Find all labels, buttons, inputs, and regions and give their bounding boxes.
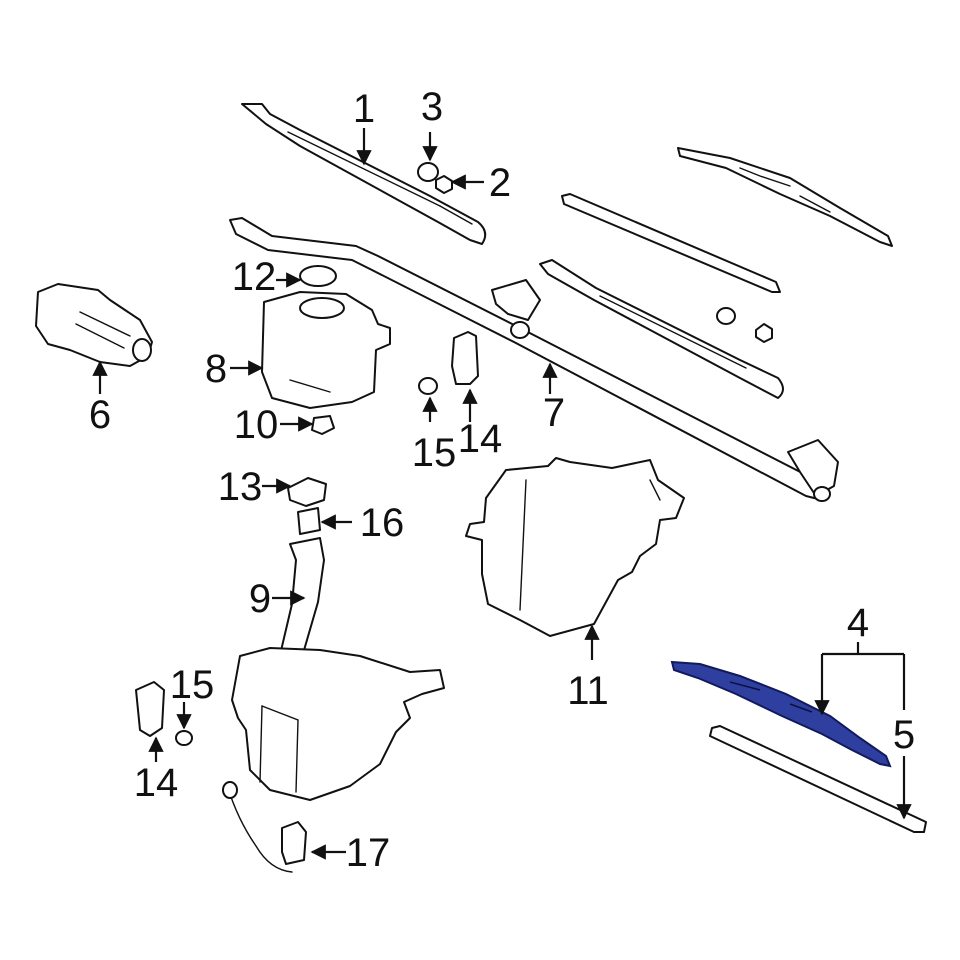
callout-8: 8 — [205, 347, 227, 391]
reservoir-grommet-upper — [311, 415, 335, 435]
callout-2: 2 — [489, 161, 511, 205]
wiper-arm-driver — [241, 103, 487, 245]
wiper-motor — [35, 283, 153, 367]
arm-cap — [417, 162, 439, 182]
filler-screen — [297, 507, 321, 535]
leader-lines — [92, 128, 912, 860]
callout-11: 11 — [567, 669, 609, 713]
washer-reservoir-upper — [261, 291, 391, 409]
level-sensor — [222, 781, 307, 873]
wiper-linkage — [229, 217, 839, 502]
wiper-refill — [709, 725, 927, 833]
washer-pump-lower — [135, 681, 193, 746]
washer-pump-upper — [418, 331, 479, 395]
callout-16: 16 — [360, 501, 405, 545]
wiper-refill-passenger — [561, 193, 781, 293]
wiper-blade-passenger — [677, 147, 893, 247]
callout-17: 17 — [346, 831, 391, 875]
wiper-blade-highlighted — [670, 660, 892, 768]
reservoir-shield — [465, 457, 685, 637]
reservoir-cap-upper — [299, 265, 337, 287]
callout-1: 1 — [353, 87, 375, 131]
callout-7: 7 — [543, 391, 565, 435]
callout-14-lower: 14 — [134, 761, 179, 805]
callout-13: 13 — [218, 465, 263, 509]
callout-3: 3 — [421, 85, 443, 129]
callout-14-upper: 14 — [458, 417, 503, 461]
callout-15-upper: 15 — [412, 431, 457, 475]
callout-6: 6 — [89, 393, 111, 437]
passenger-cap-nut — [716, 307, 773, 343]
callout-9: 9 — [249, 577, 271, 621]
arm-nut — [435, 175, 453, 194]
wiper-arm-passenger — [539, 259, 784, 399]
callout-12: 12 — [232, 255, 277, 299]
callout-15-lower: 15 — [170, 663, 215, 707]
callout-5: 5 — [893, 713, 915, 757]
callout-10: 10 — [234, 403, 279, 447]
callout-4: 4 — [847, 601, 869, 645]
washer-reservoir-lower — [231, 647, 445, 801]
reservoir-cap-lower — [287, 477, 327, 507]
